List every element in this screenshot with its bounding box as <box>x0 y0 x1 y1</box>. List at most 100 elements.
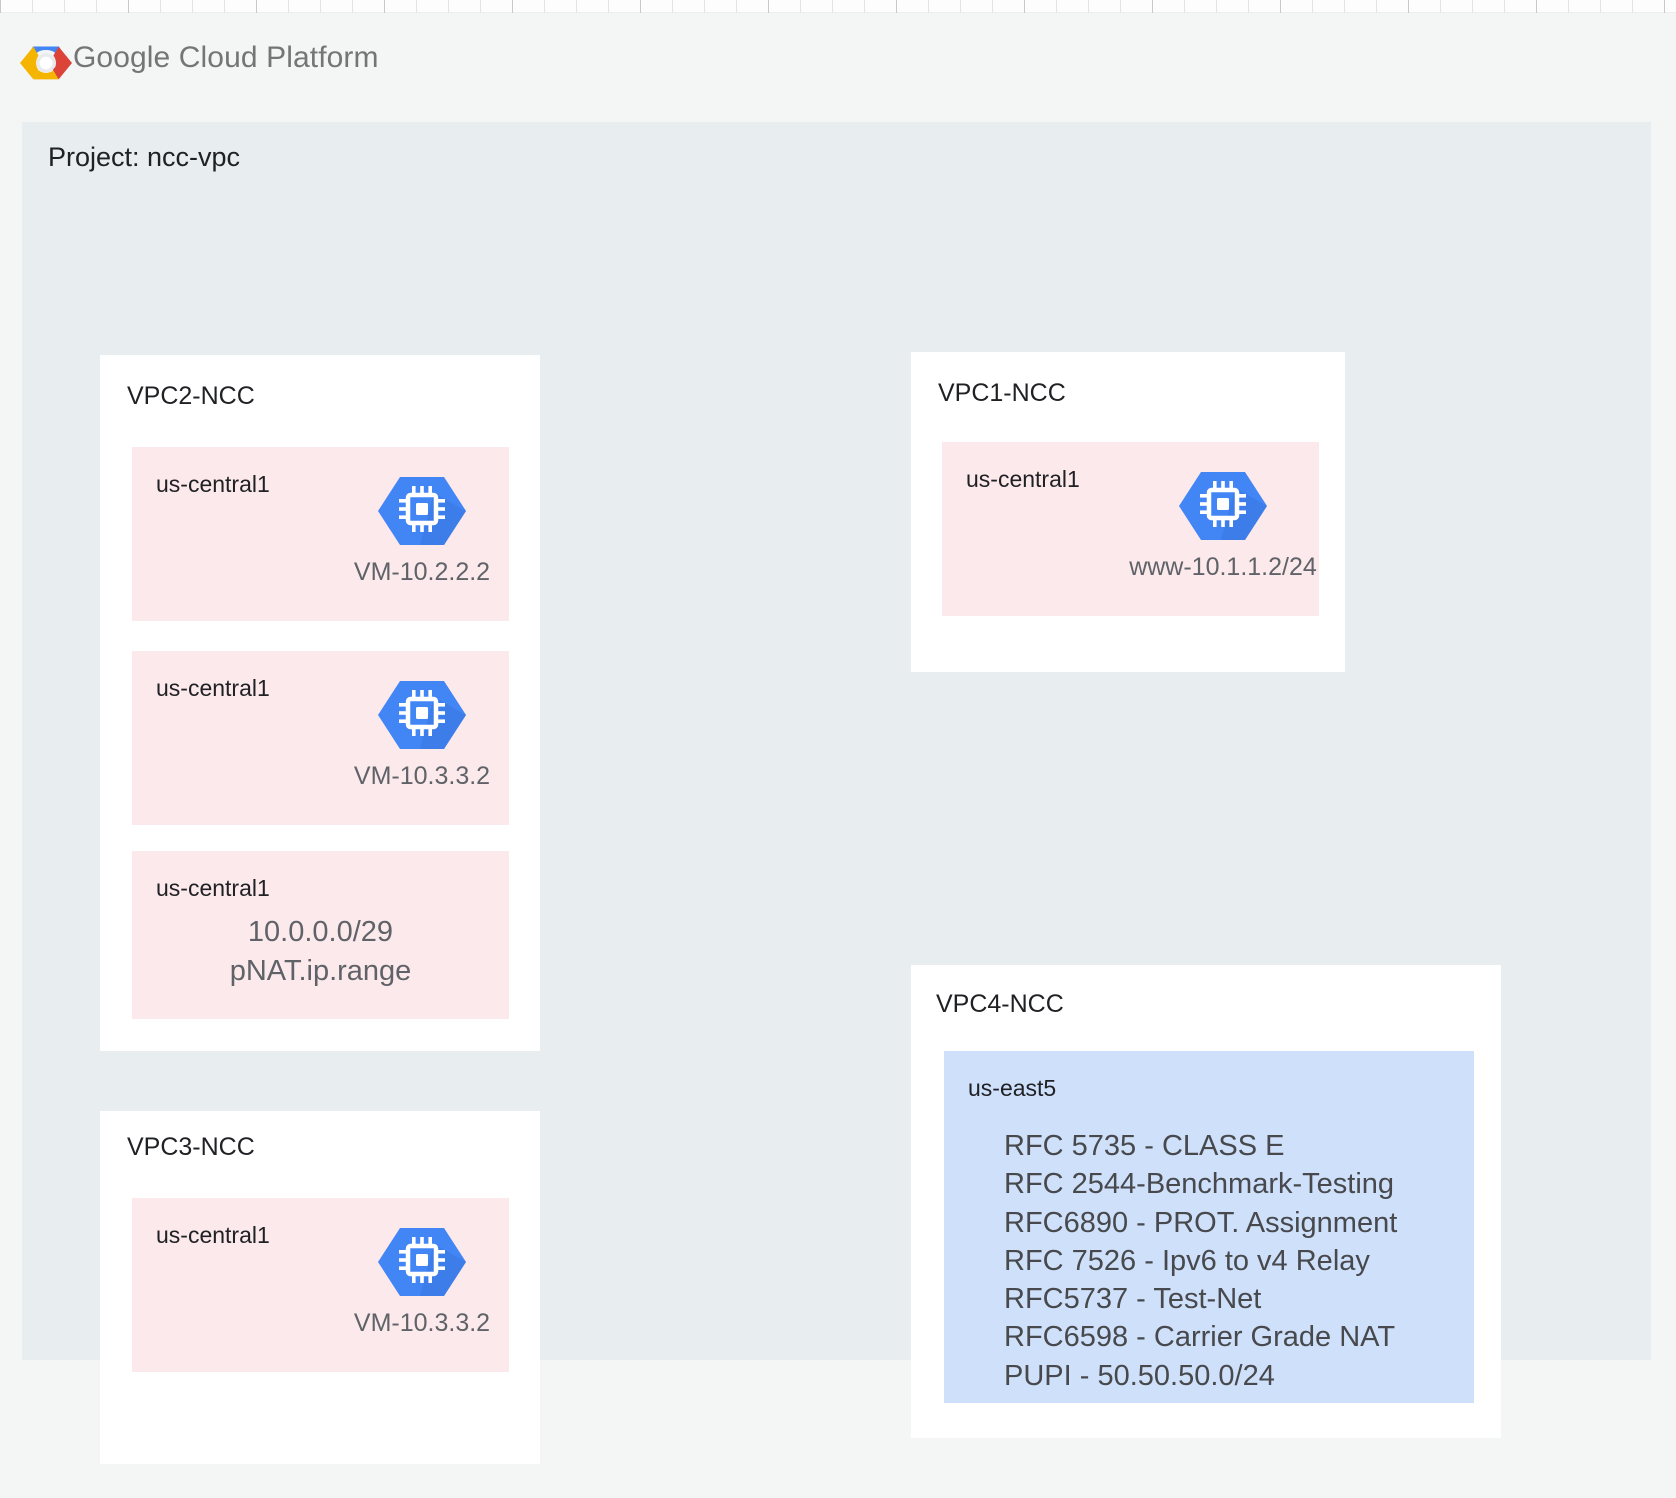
ruler-tick <box>256 0 257 13</box>
ruler-tick <box>1056 0 1057 13</box>
ruler-tick <box>832 0 833 13</box>
brand-google-word: Google <box>73 41 171 74</box>
vpc-card-vpc1[interactable]: VPC1-NCC us-central1 www-10.1.1.2/ <box>911 352 1345 672</box>
vpc-card-vpc3[interactable]: VPC3-NCC us-central1 VM-10.3.3.2 <box>100 1111 540 1464</box>
ruler-tick <box>1440 0 1441 13</box>
cidr-line: 10.0.0.0/29 <box>247 916 394 948</box>
ruler-tick <box>1152 0 1153 13</box>
ruler-tick <box>864 0 865 13</box>
vpc-title: VPC4-NCC <box>936 990 1064 1018</box>
cidr-range-text: 10.0.0.0/29 pNAT.ip.range <box>132 913 509 990</box>
ruler-tick <box>1312 0 1313 13</box>
ruler-tick <box>800 0 801 13</box>
compute-vm-icon <box>378 477 466 545</box>
region-box-us-central1[interactable]: us-central1 VM-10.3.3.2 <box>132 1198 509 1372</box>
region-label: us-central1 <box>156 1222 270 1248</box>
rfc-list-item: RFC6598 - Carrier Grade NAT <box>1004 1321 1396 1354</box>
ruler-tick <box>736 0 737 13</box>
ruler-tick <box>224 0 225 13</box>
ruler-tick <box>1376 0 1377 13</box>
ruler-tick <box>704 0 705 13</box>
compute-vm-icon <box>378 681 466 749</box>
ruler-tick <box>1184 0 1185 13</box>
ruler-tick <box>32 0 33 13</box>
region-box-us-central1[interactable]: us-central1 www-10.1.1.2/24 <box>942 442 1319 616</box>
rfc-list-item: RFC 7526 - Ipv6 to v4 Relay <box>1004 1244 1370 1277</box>
ruler-tick <box>1472 0 1473 13</box>
vm-label: VM-10.3.3.2 <box>353 762 491 790</box>
ruler-tick <box>1504 0 1505 13</box>
ruler-tick <box>992 0 993 13</box>
vpc-title: VPC3-NCC <box>127 1133 255 1161</box>
vm-group[interactable]: www-10.1.1.2/24 <box>1128 456 1318 582</box>
region-label: us-central1 <box>156 875 270 901</box>
rfc-list-item: RFC6890 - PROT. Assignment <box>1004 1206 1398 1239</box>
ruler-tick <box>640 0 641 13</box>
ruler-tick <box>320 0 321 13</box>
ruler-tick <box>352 0 353 13</box>
vm-group[interactable]: VM-10.2.2.2 <box>342 461 502 587</box>
ruler-tick <box>672 0 673 13</box>
vm-group[interactable]: VM-10.3.3.2 <box>342 1212 502 1338</box>
ruler-tick <box>768 0 769 13</box>
region-box-us-east5[interactable]: us-east5 RFC 5735 - CLASS E RFC 2544-Ben… <box>944 1051 1474 1403</box>
ruler-tick <box>192 0 193 13</box>
ruler-tick <box>1568 0 1569 13</box>
ruler-tick <box>96 0 97 13</box>
ruler-tick <box>128 0 129 13</box>
ruler-tick <box>1632 0 1633 13</box>
vm-label: www-10.1.1.2/24 <box>1129 553 1317 581</box>
ruler-tick <box>0 0 1 13</box>
ruler-tick <box>928 0 929 13</box>
region-label: us-central1 <box>156 675 270 701</box>
compute-vm-icon <box>378 1228 466 1296</box>
compute-vm-icon <box>1179 472 1267 540</box>
ruler-tick <box>64 0 65 13</box>
ruler-tick <box>1408 0 1409 13</box>
vm-label: VM-10.3.3.2 <box>353 1309 491 1337</box>
ruler-baseline <box>0 12 1676 13</box>
brand-cloud-platform-word: Cloud Platform <box>178 41 379 74</box>
ruler-tick <box>1280 0 1281 13</box>
brand-title: Google Cloud Platform <box>73 41 379 75</box>
ruler-tick <box>896 0 897 13</box>
rfc-list: RFC 5735 - CLASS E RFC 2544-Benchmark-Te… <box>1004 1127 1397 1395</box>
ruler-tick <box>608 0 609 13</box>
ruler-tick <box>480 0 481 13</box>
vpc-card-vpc4[interactable]: VPC4-NCC us-east5 RFC 5735 - CLASS E RFC… <box>911 965 1501 1438</box>
app-header: Google Cloud Platform <box>0 13 1676 117</box>
region-box-us-central1[interactable]: us-central1 VM-10.2.2.2 <box>132 447 509 621</box>
ruler-tick <box>1216 0 1217 13</box>
ruler-tick <box>1344 0 1345 13</box>
region-label: us-central1 <box>966 466 1080 492</box>
vm-group[interactable]: VM-10.3.3.2 <box>342 665 502 791</box>
ruler-tick <box>1536 0 1537 13</box>
ruler-tick <box>448 0 449 13</box>
vpc-card-vpc2[interactable]: VPC2-NCC us-central1 VM-10.2.2.2 <box>100 355 540 1051</box>
rfc-list-item: RFC 2544-Benchmark-Testing <box>1004 1168 1395 1201</box>
ruler-tick <box>416 0 417 13</box>
ruler-tick <box>960 0 961 13</box>
cidr-line: pNAT.ip.range <box>229 954 412 987</box>
project-label: Project: ncc-vpc <box>48 142 241 172</box>
region-box-us-central1[interactable]: us-central1 VM-10.3.3.2 <box>132 651 509 825</box>
rfc-list-item: RFC 5735 - CLASS E <box>1004 1130 1285 1162</box>
gcp-hexagon-logo-icon <box>20 37 72 89</box>
ruler-tick <box>1600 0 1601 13</box>
ruler-tick <box>384 0 385 13</box>
ruler-tick <box>1088 0 1089 13</box>
project-panel: Project: ncc-vpc VPC2-NCC us-central1 <box>22 122 1651 1464</box>
top-ruler <box>0 0 1676 13</box>
rfc-list-item: RFC5737 - Test-Net <box>1004 1283 1262 1316</box>
vpc-title: VPC1-NCC <box>938 379 1066 407</box>
ruler-tick <box>1248 0 1249 13</box>
ruler-tick <box>1024 0 1025 13</box>
ruler-tick <box>512 0 513 13</box>
ruler-tick <box>576 0 577 13</box>
region-label: us-central1 <box>156 471 270 497</box>
ruler-tick <box>160 0 161 13</box>
rfc-list-item: PUPI - 50.50.50.0/24 <box>1004 1359 1275 1392</box>
region-box-us-central1-pnat[interactable]: us-central1 10.0.0.0/29 pNAT.ip.range <box>132 851 509 1019</box>
ruler-tick <box>1120 0 1121 13</box>
ruler-tick <box>288 0 289 13</box>
